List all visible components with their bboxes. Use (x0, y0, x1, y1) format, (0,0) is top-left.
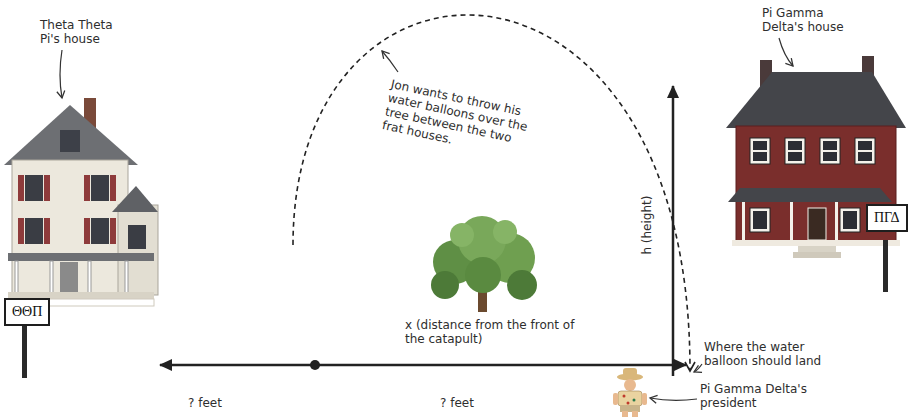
theta-house (110, 175, 116, 201)
distance-axis (160, 360, 686, 370)
theta-house (15, 261, 18, 293)
trajectory-arc (293, 15, 690, 370)
sign-text: ΠΓΔ (874, 210, 900, 226)
leader-lines (650, 398, 697, 400)
pi-gamma-delta-house (788, 141, 802, 150)
distance-axis (310, 360, 320, 370)
dimension: ? feet (188, 396, 222, 410)
theta-house (4, 105, 138, 165)
theta-house (44, 175, 50, 201)
pi-gamma-delta-house (726, 56, 906, 292)
pi-gamma-delta-house (732, 240, 900, 246)
theta-house (118, 205, 158, 295)
theta-house (18, 218, 24, 244)
person (632, 411, 638, 417)
person (633, 399, 636, 402)
theta-house (25, 218, 43, 244)
pi-gamma-delta-house (855, 138, 875, 164)
theta-house (125, 261, 128, 293)
pi-gamma-delta-house (843, 211, 857, 229)
theta-house (84, 175, 90, 201)
house-label: Pi Gamma Delta's house (762, 6, 866, 34)
pi-gamma-delta-house (726, 72, 906, 128)
axis-label: x (distance from the front of the catapu… (405, 318, 575, 346)
pi-gamma-delta-house (728, 188, 892, 202)
pi-gamma-delta-house (785, 138, 805, 164)
theta-house (22, 318, 27, 378)
leader-lines (382, 51, 398, 72)
tree (507, 270, 537, 300)
person (627, 402, 630, 405)
tree (450, 223, 474, 247)
house-label: Theta Theta Pi's house (40, 18, 130, 46)
theta-house (60, 262, 78, 292)
pi-gamma-delta-house (753, 141, 767, 150)
pi-gamma-delta-house (750, 208, 770, 232)
tree (493, 220, 517, 244)
pi-gamma-delta-house (788, 152, 802, 161)
height-axis (86, 86, 673, 376)
pi-gamma-delta-house (835, 202, 838, 242)
person (613, 393, 618, 405)
pi-gamma-delta-house (883, 240, 888, 292)
pi-gamma-delta-house (840, 208, 860, 232)
theta-house (91, 175, 109, 201)
distance-axis (160, 364, 686, 367)
pi-gamma-delta-house (790, 202, 793, 242)
trajectory-arc (293, 15, 690, 370)
height-axis (672, 86, 675, 376)
tree (431, 216, 537, 312)
leader-lines (779, 38, 793, 66)
pi-gamma-delta-house (820, 138, 840, 164)
pi-gamma-delta-house (750, 138, 770, 164)
theta-house (84, 218, 90, 244)
person (623, 395, 626, 398)
theta-house (18, 175, 24, 201)
theta-house (112, 186, 158, 212)
theta-house (4, 98, 158, 378)
dimension: ? feet (440, 396, 474, 410)
pi-gamma-delta-house (793, 252, 841, 258)
theta-house (110, 218, 116, 244)
pi-gamma-delta-house (753, 211, 767, 229)
theta-house (91, 218, 109, 244)
person (618, 391, 642, 406)
theta-house (60, 130, 80, 152)
pi-gamma-delta-house (808, 208, 826, 240)
theta-house (25, 175, 43, 201)
annotation: Pi Gamma Delta's president (700, 382, 812, 410)
pi-gamma-delta-house (858, 141, 872, 150)
person (624, 379, 636, 391)
house-sign: ΠΓΔ (866, 204, 908, 232)
height-axis (86, 86, 673, 376)
theta-house (8, 253, 154, 261)
leader-lines (60, 50, 62, 98)
axis-label: h (height) (640, 188, 654, 262)
pi-gamma-delta-house (858, 152, 872, 161)
person (642, 393, 647, 405)
house-sign: ΘΘΠ (4, 298, 50, 326)
sign-text: ΘΘΠ (12, 304, 42, 320)
theta-house (50, 261, 53, 293)
tree (465, 257, 501, 293)
pi-gamma-delta-house (798, 246, 836, 252)
person (622, 411, 628, 417)
pi-gamma-delta-house (823, 152, 837, 161)
pi-gamma-delta-house (823, 141, 837, 150)
leader-lines (694, 364, 702, 372)
pi-gamma-delta-house (753, 152, 767, 161)
theta-house (12, 160, 128, 295)
annotation: Where the water balloon should land (704, 340, 846, 368)
pi-gamma-delta-house (742, 202, 745, 242)
person (613, 368, 647, 417)
theta-house (88, 261, 91, 293)
theta-house (128, 225, 146, 249)
person (620, 405, 640, 412)
theta-house (44, 218, 50, 244)
leader-lines (60, 38, 793, 400)
annotation: Jon wants to throw his water balloons ov… (381, 77, 539, 164)
tree (431, 271, 459, 299)
